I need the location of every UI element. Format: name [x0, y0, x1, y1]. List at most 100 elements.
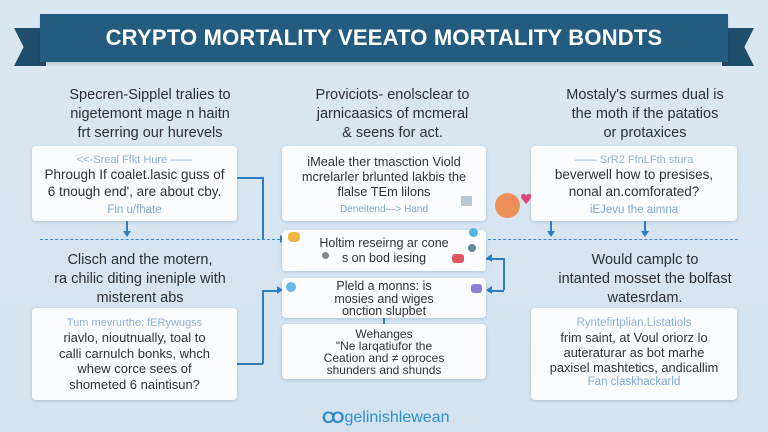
- arrow-down-icon: [123, 231, 131, 237]
- column-1-heading: Specren-Sipplel tralies to nigetemont ma…: [30, 86, 270, 143]
- card-body: Wehanges "Ne larqatiufor the Ceation and…: [282, 328, 486, 376]
- card-body-line: Phrough If coalet.lasic guss of: [44, 167, 225, 182]
- column-2-card: iMeale ther tmasction Viold mcrelarler b…: [282, 146, 486, 221]
- card-body: beverwell how to presises, nonal an.comf…: [531, 167, 737, 200]
- title-banner: CRYPTO MORTALITY VEEATO MORTALITY BONDTS: [14, 12, 754, 68]
- column-1-card: <<-Sreal Ffkt Hure —— Phrough If coalet.…: [32, 146, 237, 221]
- card-subtitle: Tum mevrurthe: fERywugss: [66, 317, 203, 329]
- coin-icon: [468, 244, 476, 252]
- lower-right-card: Ryntefirtplian.Listatiols frim saint, at…: [531, 308, 737, 400]
- card-body-line: whew corce sees of: [77, 361, 192, 376]
- connector-line: [550, 221, 552, 232]
- card-body-line: calli carnulch bonks, whch: [58, 345, 211, 361]
- center-card-1: Holtim reseirng ar cone s on bod iesing: [282, 228, 486, 271]
- card-body-line: shunders and shunds: [326, 363, 442, 377]
- heart-icon: ♥: [520, 192, 533, 208]
- heading-line: Proviciots- enolsclear to: [315, 87, 470, 103]
- card-body-line: flalse TEm lilons: [337, 184, 431, 199]
- cloud-icon: [286, 282, 296, 292]
- connector-line: [262, 290, 264, 364]
- arrow-down-icon: [547, 231, 555, 237]
- card-body-line: iMeale ther tmasction Viold: [307, 154, 461, 169]
- card-body: riavlo, nioutnually, toal to calli carnu…: [32, 330, 237, 392]
- chat-bubble-icon: [452, 254, 464, 263]
- card-body: Phrough If coalet.lasic guss of 6 tnough…: [32, 167, 237, 200]
- column-3-card: —— SrR2 FfnLFth stura beverwell how to p…: [531, 146, 737, 221]
- brand-logo: CO gelinishlewean: [322, 408, 449, 428]
- card-subtitle: Ryntefirtplian.Listatiols: [576, 317, 692, 329]
- card-footer-link[interactable]: Fin u/fhate: [107, 204, 162, 216]
- heading-line: watesrdam.: [607, 290, 683, 306]
- card-body-line: onction slupbet: [341, 304, 427, 318]
- card-body-line: auteraturar as bot marhe: [563, 345, 705, 360]
- puzzle-piece-icon: [288, 232, 300, 242]
- card-body: Holtim reseirng ar cone s on bod iesing: [282, 236, 486, 265]
- center-card-3: Wehanges "Ne larqatiufor the Ceation and…: [282, 324, 486, 379]
- card-body-line: s on bod iesing: [341, 250, 427, 265]
- card-footer-link[interactable]: Fan claskhackarld: [587, 376, 681, 388]
- arrow-right-icon: [277, 286, 283, 294]
- heading-line: Clisch and the motern,: [67, 252, 213, 268]
- heading-line: misterent abs: [96, 290, 184, 306]
- heading-line: Specren-Sipplel tralies to: [69, 87, 231, 103]
- heading-line: jarnicaasics of mcmeral: [316, 106, 469, 122]
- dashed-divider-right: [488, 239, 738, 240]
- heading-line: & seens for act.: [342, 125, 443, 141]
- card-body-line: 6 tnough end', are about cby.: [47, 183, 222, 199]
- card-body-line: "Ne larqatiufor the: [335, 339, 433, 353]
- connector-line: [126, 221, 128, 232]
- heading-line: the moth if the patatios: [571, 106, 719, 122]
- logo-mark-icon: CO: [322, 408, 344, 427]
- card-body-line: Holtim reseirng ar cone: [319, 236, 449, 250]
- heading-line: Mostaly's surmes dual is: [566, 87, 724, 103]
- wallet-icon: [471, 284, 482, 293]
- connector-line: [486, 258, 503, 260]
- connector-line: [503, 258, 505, 290]
- heading-line: frt serring our hurevels: [77, 125, 223, 141]
- banner-body: CRYPTO MORTALITY VEEATO MORTALITY BONDTS: [40, 14, 728, 62]
- connector-line: [644, 221, 646, 232]
- card-body-line: Pleld a monns: is: [336, 279, 432, 293]
- arrow-left-icon: [486, 286, 492, 294]
- card-body-line: riavlo, nioutnually, toal to: [63, 330, 206, 345]
- card-body-line: Ceation and ≠ oproces: [323, 351, 445, 365]
- orange-orb-icon: [495, 193, 520, 218]
- lower-left-heading: Clisch and the motern, ra chilic diting …: [20, 251, 260, 308]
- heading-line: or protaxices: [603, 125, 687, 141]
- card-body-line: mosies and wiges: [334, 291, 434, 306]
- card-body-line: Wehanges: [355, 327, 413, 341]
- lower-right-heading: Would camplc to intanted mosset the bolf…: [525, 251, 765, 308]
- arrow-left-icon: [486, 254, 492, 262]
- page-title: CRYPTO MORTALITY VEEATO MORTALITY BONDTS: [105, 25, 663, 50]
- heading-line: intanted mosset the bolfast: [558, 271, 732, 287]
- lower-left-card: Tum mevrurthe: fERywugss riavlo, nioutnu…: [32, 308, 237, 400]
- column-2-heading: Proviciots- enolsclear to jarnicaasics o…: [285, 86, 500, 143]
- arrow-down-icon: [641, 231, 649, 237]
- center-card-2: Pleld a monns: is mosies and wiges oncti…: [282, 278, 486, 318]
- connector-line: [262, 290, 278, 292]
- card-footer-link[interactable]: iEJevu the aimna: [589, 204, 679, 216]
- connector-line: [262, 177, 264, 239]
- heading-line: Would camplc to: [591, 252, 699, 268]
- card-subtitle: —— SrR2 FfnLFth stura: [574, 154, 694, 166]
- card-body: Pleld a monns: is mosies and wiges oncti…: [282, 280, 486, 318]
- card-body-line: beverwell how to presises,: [554, 167, 714, 182]
- document-icon: [461, 196, 472, 206]
- card-subtitle: <<-Sreal Ffkt Hure ——: [76, 154, 193, 166]
- globe-icon: [469, 228, 478, 237]
- card-footer-link[interactable]: Deneitend—> Hand: [339, 204, 429, 215]
- card-body-line: paxisel mashtetics, andicallim: [549, 360, 719, 375]
- column-3-heading: Mostaly's surmes dual is the moth if the…: [525, 86, 765, 143]
- card-body-line: shometed 6 naintisun?: [69, 376, 200, 392]
- heading-line: ra chilic diting ineniple with: [54, 271, 226, 287]
- connector-line: [237, 363, 263, 365]
- card-body-line: nonal an.comforated?: [568, 183, 700, 199]
- connector-line: [383, 318, 385, 324]
- dashed-divider-left: [40, 239, 280, 240]
- card-body-line: frim saint, at Voul oriorz lo: [560, 330, 708, 345]
- card-body-line: mcrelarler brlunted lakbis the: [301, 169, 467, 184]
- connector-line: [237, 177, 262, 179]
- card-body: iMeale ther tmasction Viold mcrelarler b…: [282, 154, 486, 199]
- gear-icon: [322, 252, 329, 259]
- heading-line: nigetemont mage n haitn: [70, 106, 230, 122]
